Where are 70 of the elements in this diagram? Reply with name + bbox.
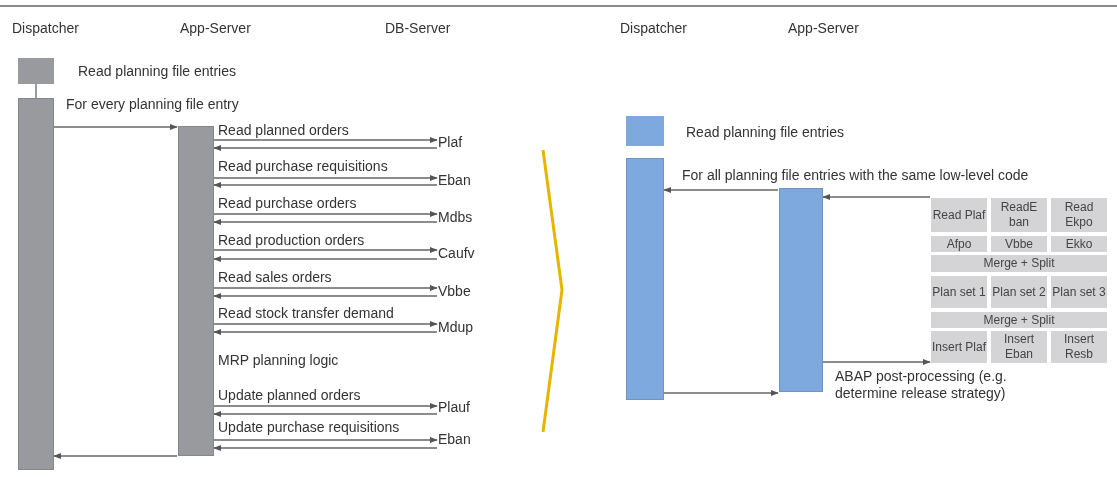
table-cell: Vbbe: [991, 236, 1047, 252]
edge-label: Read purchase requisitions: [218, 158, 388, 174]
connector-line: [35, 83, 37, 99]
edge-label: Read production orders: [218, 232, 365, 248]
activation-bar: [178, 126, 214, 456]
arrow: [213, 328, 438, 336]
arrow: [213, 246, 438, 254]
arrow: [663, 389, 779, 397]
lifeline-header: Dispatcher: [12, 20, 79, 36]
edge-label: ABAP post-processing (e.g. determine release strategy): [835, 368, 1008, 402]
activation-bar: [626, 158, 664, 400]
table-cell: Read Plaf: [931, 198, 987, 232]
edge-label: Update planned orders: [218, 387, 361, 403]
table-name: Plaf: [438, 134, 482, 152]
lifeline-header: App-Server: [180, 20, 251, 36]
table-cell: Plan set 2: [991, 276, 1047, 308]
table-cell: Ekko: [1051, 236, 1107, 252]
lifeline-header: App-Server: [788, 20, 859, 36]
table-cell: ReadE ban: [991, 198, 1047, 232]
activation-bar: [779, 188, 823, 392]
step-label: MRP planning logic: [218, 352, 339, 368]
table-cell: Plan set 1: [931, 276, 987, 308]
table-name: Vbbe: [438, 283, 482, 301]
edge-label: Read sales orders: [218, 269, 332, 285]
table-name: Mdbs: [438, 209, 482, 227]
table-name: Eban: [438, 431, 482, 449]
lifeline-header: Dispatcher: [620, 20, 687, 36]
table-name: Caufv: [438, 245, 482, 263]
edge-label: For all planning file entries with the same low-level code: [682, 167, 1029, 183]
arrow: [213, 444, 438, 452]
table-cell: Read Ekpo: [1051, 198, 1107, 232]
step-box: [626, 116, 664, 146]
table-cell: Afpo: [931, 236, 987, 252]
arrow: [213, 292, 438, 300]
arrow: [53, 123, 178, 131]
edge-label: For every planning file entry: [66, 96, 239, 112]
arrow: [213, 136, 438, 144]
arrow: [213, 181, 438, 189]
step-label: Read planning file entries: [78, 63, 236, 79]
arrow: [663, 186, 779, 194]
edge-label: Read planned orders: [218, 122, 349, 138]
arrow: [213, 144, 438, 152]
step-box: [18, 58, 54, 84]
activation-bar: [18, 98, 54, 470]
arrow: [213, 255, 438, 263]
edge-label: Read stock transfer demand: [218, 305, 394, 321]
table-cell: Insert Eban: [991, 331, 1047, 363]
step-label: Read planning file entries: [686, 124, 844, 140]
lifeline-header: DB-Server: [385, 20, 451, 36]
table-name: Plauf: [438, 399, 482, 417]
arrow: [53, 452, 178, 460]
arrow: [213, 174, 438, 182]
arrow: [213, 402, 438, 410]
table-name: Eban: [438, 172, 482, 190]
table-cell: Merge + Split: [931, 312, 1107, 328]
arrow: [822, 193, 931, 201]
arrow: [213, 210, 438, 218]
arrow: [213, 320, 438, 328]
edge-label: Read purchase orders: [218, 195, 357, 211]
arrow: [213, 436, 438, 444]
table-cell: Merge + Split: [931, 255, 1107, 272]
edge-label: Update purchase requisitions: [218, 419, 400, 435]
table-name: Mdup: [438, 319, 482, 337]
table-cell: Plan set 3: [1051, 276, 1107, 308]
arrow: [213, 410, 438, 418]
arrow: [822, 358, 931, 366]
arrow: [213, 218, 438, 226]
arrow: [213, 284, 438, 292]
table-cell: Insert Plaf: [931, 331, 987, 363]
table-cell: Insert Resb: [1051, 331, 1107, 363]
